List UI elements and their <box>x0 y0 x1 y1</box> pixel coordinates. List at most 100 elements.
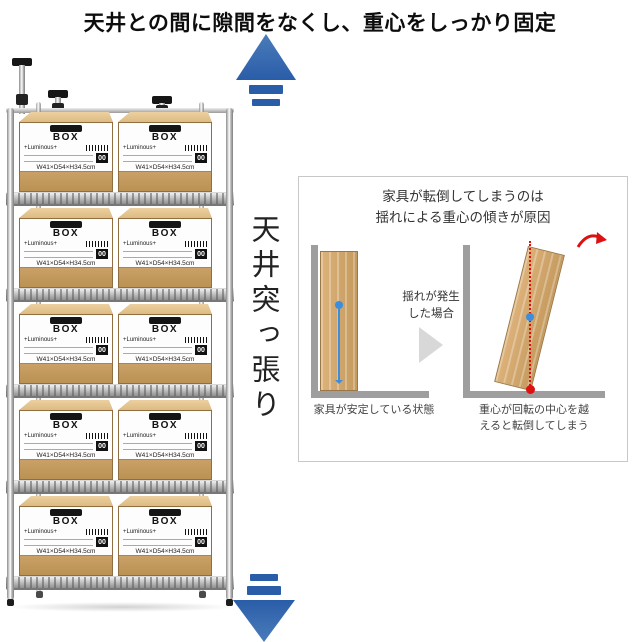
box-black-tag <box>50 125 82 132</box>
shelf-row: BOX +Luminous+ 00 W41×D54×H34.5cm BOX <box>6 304 236 400</box>
arrow-down-icon <box>233 574 295 642</box>
box-black-tag <box>50 509 82 516</box>
box-badge-row: 00 <box>24 153 108 163</box>
storage-box: BOX +Luminous+ 00 W41×D54×H34.5cm <box>19 112 113 192</box>
box-brand: +Luminous+ <box>24 529 58 535</box>
transition-arrow-icon <box>419 327 443 363</box>
box-number-badge: 00 <box>96 249 108 259</box>
storage-box: BOX +Luminous+ 00 W41×D54×H34.5cm <box>19 208 113 288</box>
box-title: BOX <box>52 420 80 431</box>
box-badge-row: 00 <box>24 249 108 259</box>
arrow-up-triangle <box>236 34 296 80</box>
tension-rod-cap <box>152 96 172 104</box>
box-kraft-section <box>119 171 211 191</box>
shelf-row: BOX +Luminous+ 00 W41×D54×H34.5cm BOX <box>6 400 236 496</box>
box-label-panel: BOX +Luminous+ 00 W41×D54×H34.5cm <box>20 219 112 267</box>
arrow-up-icon <box>235 34 297 106</box>
box-size-text: W41×D54×H34.5cm <box>135 452 195 459</box>
box-brand: +Luminous+ <box>24 337 58 343</box>
box-ruled-lines <box>24 442 93 450</box>
wall <box>311 245 318 398</box>
barcode-icon <box>86 241 108 247</box>
box-top-face <box>19 208 113 218</box>
box-title: BOX <box>151 228 179 239</box>
box-brand: +Luminous+ <box>123 433 157 439</box>
box-brand: +Luminous+ <box>123 529 157 535</box>
shelf-unit-illustration: BOX +Luminous+ 00 W41×D54×H34.5cm BOX <box>6 56 236 612</box>
box-kraft-section <box>119 555 211 575</box>
box-label-panel: BOX +Luminous+ 00 W41×D54×H34.5cm <box>119 123 211 171</box>
wire-shelf <box>6 576 234 590</box>
box-number-badge: 00 <box>96 153 108 163</box>
shelf-pole <box>226 108 233 606</box>
wire-shelf <box>6 480 234 494</box>
box-badge-row: 00 <box>24 345 108 355</box>
box-size-text: W41×D54×H34.5cm <box>36 164 96 171</box>
shelf-pole <box>7 108 14 606</box>
storage-box: BOX +Luminous+ 00 W41×D54×H34.5cm <box>118 496 212 576</box>
box-top-face <box>19 304 113 314</box>
box-ruled-lines <box>123 250 192 258</box>
box-badge-row: 00 <box>24 441 108 451</box>
box-brand-row: +Luminous+ <box>24 241 108 247</box>
barcode-icon <box>185 529 207 535</box>
box-number-badge: 00 <box>96 441 108 451</box>
box-brand: +Luminous+ <box>123 241 157 247</box>
box-brand: +Luminous+ <box>123 145 157 151</box>
box-black-tag <box>149 413 181 420</box>
panel-heading-line1: 家具が転倒してしまうのは <box>382 189 544 204</box>
box-top-face <box>19 496 113 506</box>
storage-box: BOX +Luminous+ 00 W41×D54×H34.5cm <box>118 208 212 288</box>
box-ruled-lines <box>123 442 192 450</box>
shelf-row: BOX +Luminous+ 00 W41×D54×H34.5cm BOX <box>6 208 236 304</box>
box-number-badge: 00 <box>96 345 108 355</box>
box-number-badge: 00 <box>195 345 207 355</box>
storage-box: BOX +Luminous+ 00 W41×D54×H34.5cm <box>118 400 212 480</box>
barcode-icon <box>86 529 108 535</box>
box-number-badge: 00 <box>195 537 207 547</box>
box-badge-row: 00 <box>123 249 207 259</box>
barcode-icon <box>185 145 207 151</box>
shelf-rows: BOX +Luminous+ 00 W41×D54×H34.5cm BOX <box>6 112 236 592</box>
box-ruled-lines <box>123 346 192 354</box>
box-front-face: BOX +Luminous+ 00 W41×D54×H34.5cm <box>19 314 113 384</box>
barcode-icon <box>185 337 207 343</box>
box-front-face: BOX +Luminous+ 00 W41×D54×H34.5cm <box>19 122 113 192</box>
rotation-arrow-icon <box>576 232 607 248</box>
panel-heading: 家具が転倒してしまうのは 揺れによる重心の傾きが原因 <box>299 187 627 229</box>
box-label-panel: BOX +Luminous+ 00 W41×D54×H34.5cm <box>119 315 211 363</box>
box-brand: +Luminous+ <box>24 145 58 151</box>
box-brand-row: +Luminous+ <box>24 433 108 439</box>
box-kraft-section <box>20 171 112 191</box>
box-size-text: W41×D54×H34.5cm <box>36 548 96 555</box>
box-brand-row: +Luminous+ <box>123 145 207 151</box>
box-label-panel: BOX +Luminous+ 00 W41×D54×H34.5cm <box>119 411 211 459</box>
barcode-icon <box>86 337 108 343</box>
box-front-face: BOX +Luminous+ 00 W41×D54×H34.5cm <box>118 314 212 384</box>
box-title: BOX <box>151 324 179 335</box>
box-top-face <box>118 208 212 218</box>
shake-label: 揺れが発生 した場合 <box>402 291 460 321</box>
box-brand-row: +Luminous+ <box>24 145 108 151</box>
rotation-pivot-dot <box>526 385 535 394</box>
box-black-tag <box>50 317 82 324</box>
arrow-up-stripe <box>249 85 283 94</box>
box-brand-row: +Luminous+ <box>24 529 108 535</box>
shelf-row: BOX +Luminous+ 00 W41×D54×H34.5cm BOX <box>6 112 236 208</box>
box-number-badge: 00 <box>96 537 108 547</box>
box-front-face: BOX +Luminous+ 00 W41×D54×H34.5cm <box>19 410 113 480</box>
wire-shelf <box>6 192 234 206</box>
box-ruled-lines <box>123 154 192 162</box>
box-label-panel: BOX +Luminous+ 00 W41×D54×H34.5cm <box>119 219 211 267</box>
box-front-face: BOX +Luminous+ 00 W41×D54×H34.5cm <box>19 506 113 576</box>
box-top-face <box>118 400 212 410</box>
arrow-down-stripe <box>247 586 281 595</box>
box-title: BOX <box>52 132 80 143</box>
box-title: BOX <box>52 516 80 527</box>
box-kraft-section <box>20 267 112 287</box>
box-label-panel: BOX +Luminous+ 00 W41×D54×H34.5cm <box>20 315 112 363</box>
box-brand: +Luminous+ <box>24 241 58 247</box>
box-front-face: BOX +Luminous+ 00 W41×D54×H34.5cm <box>19 218 113 288</box>
box-kraft-section <box>20 363 112 383</box>
page-title: 天井との間に隙間をなくし、重心をしっかり固定 <box>83 12 557 35</box>
